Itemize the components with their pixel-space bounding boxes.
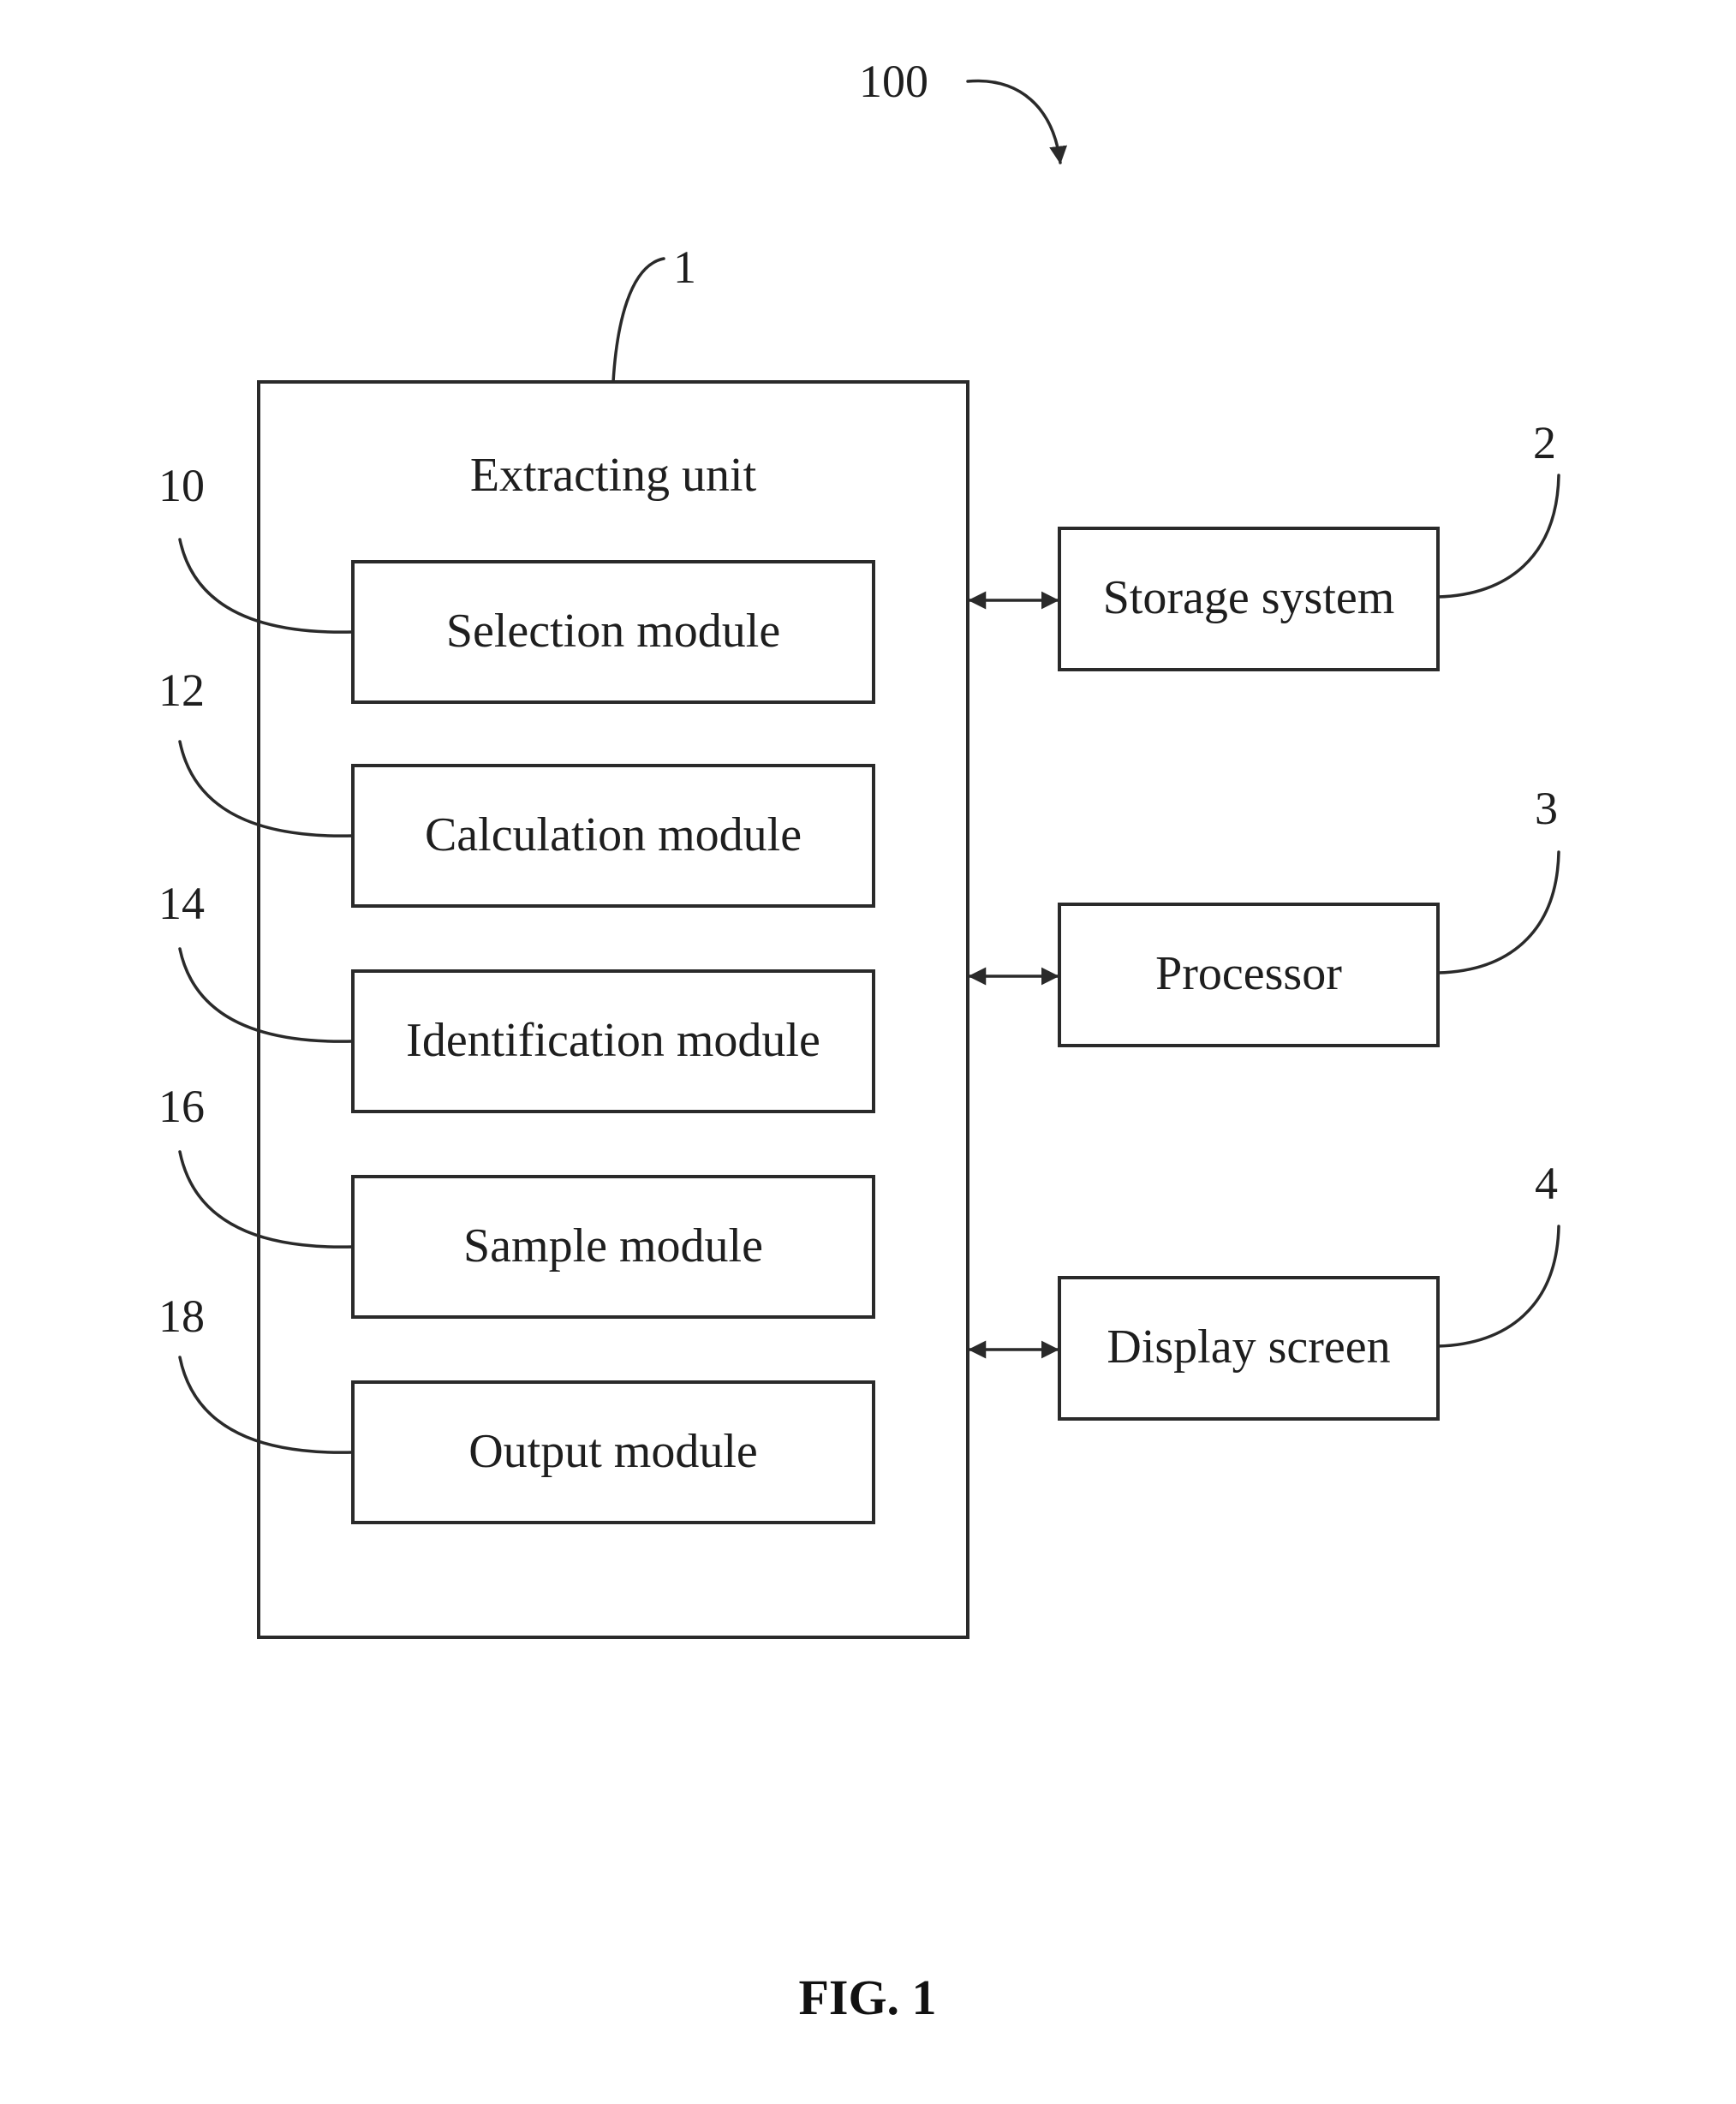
system-ref-arrow <box>968 81 1060 163</box>
processor-ref: 3 <box>1535 783 1558 834</box>
identification-module-label: Identification module <box>406 1014 820 1067</box>
peripheral-processor: Processor 3 <box>969 783 1559 1046</box>
sample-module-ref: 16 <box>158 1081 205 1132</box>
selection-module-label: Selection module <box>446 605 780 658</box>
identification-module-ref: 14 <box>158 878 205 929</box>
peripheral-display-screen: Display screen 4 <box>969 1158 1559 1419</box>
processor-label: Processor <box>1155 947 1342 1000</box>
storage-system-ref: 2 <box>1533 417 1556 468</box>
display-screen-leader <box>1438 1226 1559 1346</box>
extracting-unit-ref: 1 <box>673 241 696 293</box>
output-module-ref: 18 <box>158 1290 205 1342</box>
peripheral-storage-system: Storage system 2 <box>969 417 1559 670</box>
selection-module-ref: 10 <box>158 460 205 511</box>
figure-caption: FIG. 1 <box>798 1970 936 2025</box>
extracting-unit-title: Extracting unit <box>470 449 757 502</box>
sample-module-label: Sample module <box>463 1219 763 1273</box>
storage-system-leader <box>1438 475 1559 597</box>
display-screen-label: Display screen <box>1107 1320 1390 1374</box>
system-ref-label: 100 <box>859 56 928 107</box>
extracting-unit-leader <box>613 259 664 382</box>
calculation-module-ref: 12 <box>158 665 205 716</box>
display-screen-ref: 4 <box>1535 1158 1558 1209</box>
storage-system-label: Storage system <box>1103 571 1395 624</box>
calculation-module-label: Calculation module <box>425 808 802 861</box>
processor-leader <box>1438 852 1559 973</box>
output-module-label: Output module <box>468 1425 758 1478</box>
